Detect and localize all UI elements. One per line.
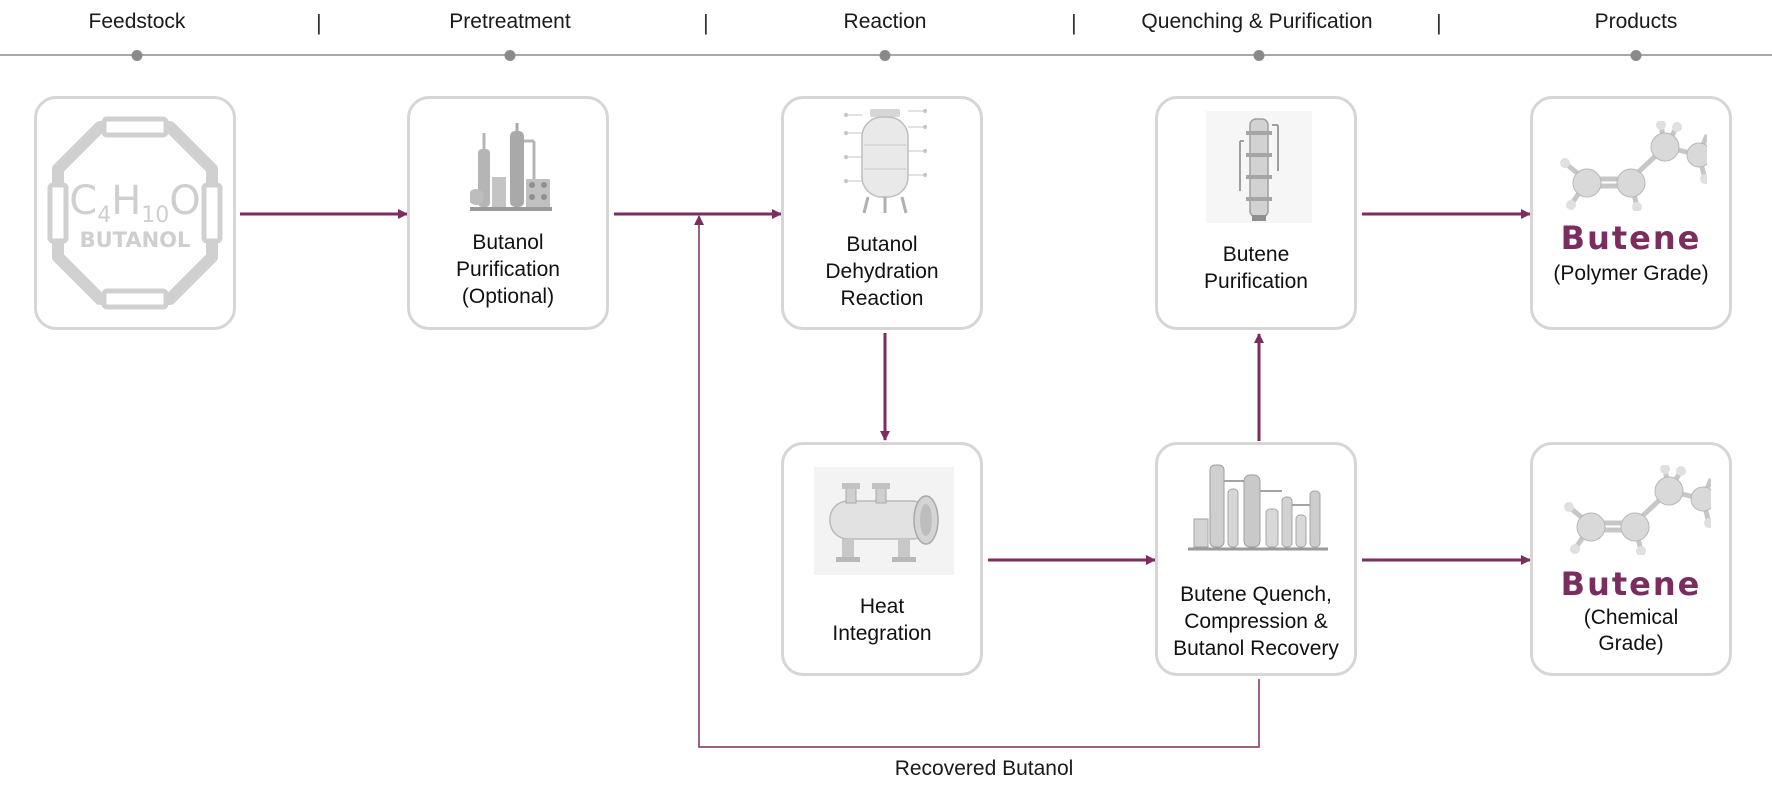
- product-grade: (Chemical: [1583, 606, 1679, 629]
- refinery-icon: [470, 123, 552, 211]
- timeline-dot: [879, 50, 891, 61]
- timeline-dot: [504, 50, 516, 61]
- product-butene-chemical-grade: Butene (Chemical Grade): [1530, 442, 1732, 676]
- node-label: Compression &: [1184, 610, 1328, 633]
- stage-pretreatment: Pretreatment: [449, 10, 571, 33]
- formula-h-sub: 10: [141, 203, 169, 228]
- product-name: Butene: [1560, 565, 1702, 603]
- stage-reaction: Reaction: [843, 10, 927, 33]
- node-label: Butene Quench,: [1180, 583, 1332, 606]
- formula-h: H: [111, 178, 141, 224]
- stage-products: Products: [1594, 10, 1678, 33]
- node-label: Heat: [859, 595, 905, 618]
- timeline-dot: [1630, 50, 1642, 61]
- heat-exchanger-icon: [814, 467, 954, 575]
- timeline-dot: [131, 50, 143, 61]
- node-butene-quench: Butene Quench, Compression & Butanol Rec…: [1155, 442, 1357, 676]
- stage-separator: |: [316, 10, 322, 35]
- node-label: (Optional): [461, 285, 555, 308]
- stage-separator: |: [703, 10, 709, 35]
- node-butene-purification: Butene Purification: [1155, 96, 1357, 330]
- node-label: Butanol: [472, 231, 544, 254]
- product-butene-polymer-grade: Butene (Polymer Grade): [1530, 96, 1732, 330]
- butene-molecule-icon: [1564, 465, 1711, 555]
- product-grade: (Polymer Grade): [1553, 262, 1709, 285]
- product-grade: Grade): [1598, 632, 1664, 655]
- stage-separator: |: [1071, 10, 1077, 35]
- node-butanol-dehydration: Butanol Dehydration Reaction: [781, 96, 983, 330]
- node-butanol-purification: Butanol Purification (Optional): [407, 96, 609, 330]
- formula-o: O: [169, 178, 200, 224]
- svg-text:C4H10O: C4H10O: [69, 178, 201, 228]
- formula-c: C: [69, 178, 97, 224]
- butene-molecule-icon: [1560, 121, 1707, 211]
- process-plant-icon: [1188, 464, 1328, 551]
- butanol-octagon-icon: C4H10O BUTANOL: [47, 116, 223, 310]
- node-label: Butanol: [846, 233, 918, 256]
- feedstock-box: C4H10O BUTANOL: [34, 96, 236, 330]
- recycle-label: Recovered Butanol: [894, 757, 1074, 780]
- reactor-vessel-icon: [844, 109, 927, 214]
- node-label: Butene: [1222, 243, 1290, 266]
- distillation-column-icon: [1206, 111, 1312, 223]
- timeline-dot: [1253, 50, 1265, 61]
- node-label: Reaction: [840, 287, 924, 310]
- product-name: Butene: [1560, 219, 1702, 257]
- node-label: Butanol Recovery: [1173, 637, 1339, 660]
- node-label: Purification: [1204, 270, 1308, 293]
- stage-quenching-purification: Quenching & Purification: [1141, 10, 1373, 33]
- node-heat-integration: Heat Integration: [781, 442, 983, 676]
- node-label: Dehydration: [825, 260, 939, 283]
- formula-c-sub: 4: [97, 203, 111, 228]
- recycle-loop: [694, 215, 1260, 748]
- stage-separator: |: [1436, 10, 1442, 35]
- stage-feedstock: Feedstock: [88, 10, 186, 33]
- node-label: Integration: [832, 622, 932, 645]
- node-label: Purification: [456, 258, 560, 281]
- feedstock-name: BUTANOL: [80, 228, 191, 252]
